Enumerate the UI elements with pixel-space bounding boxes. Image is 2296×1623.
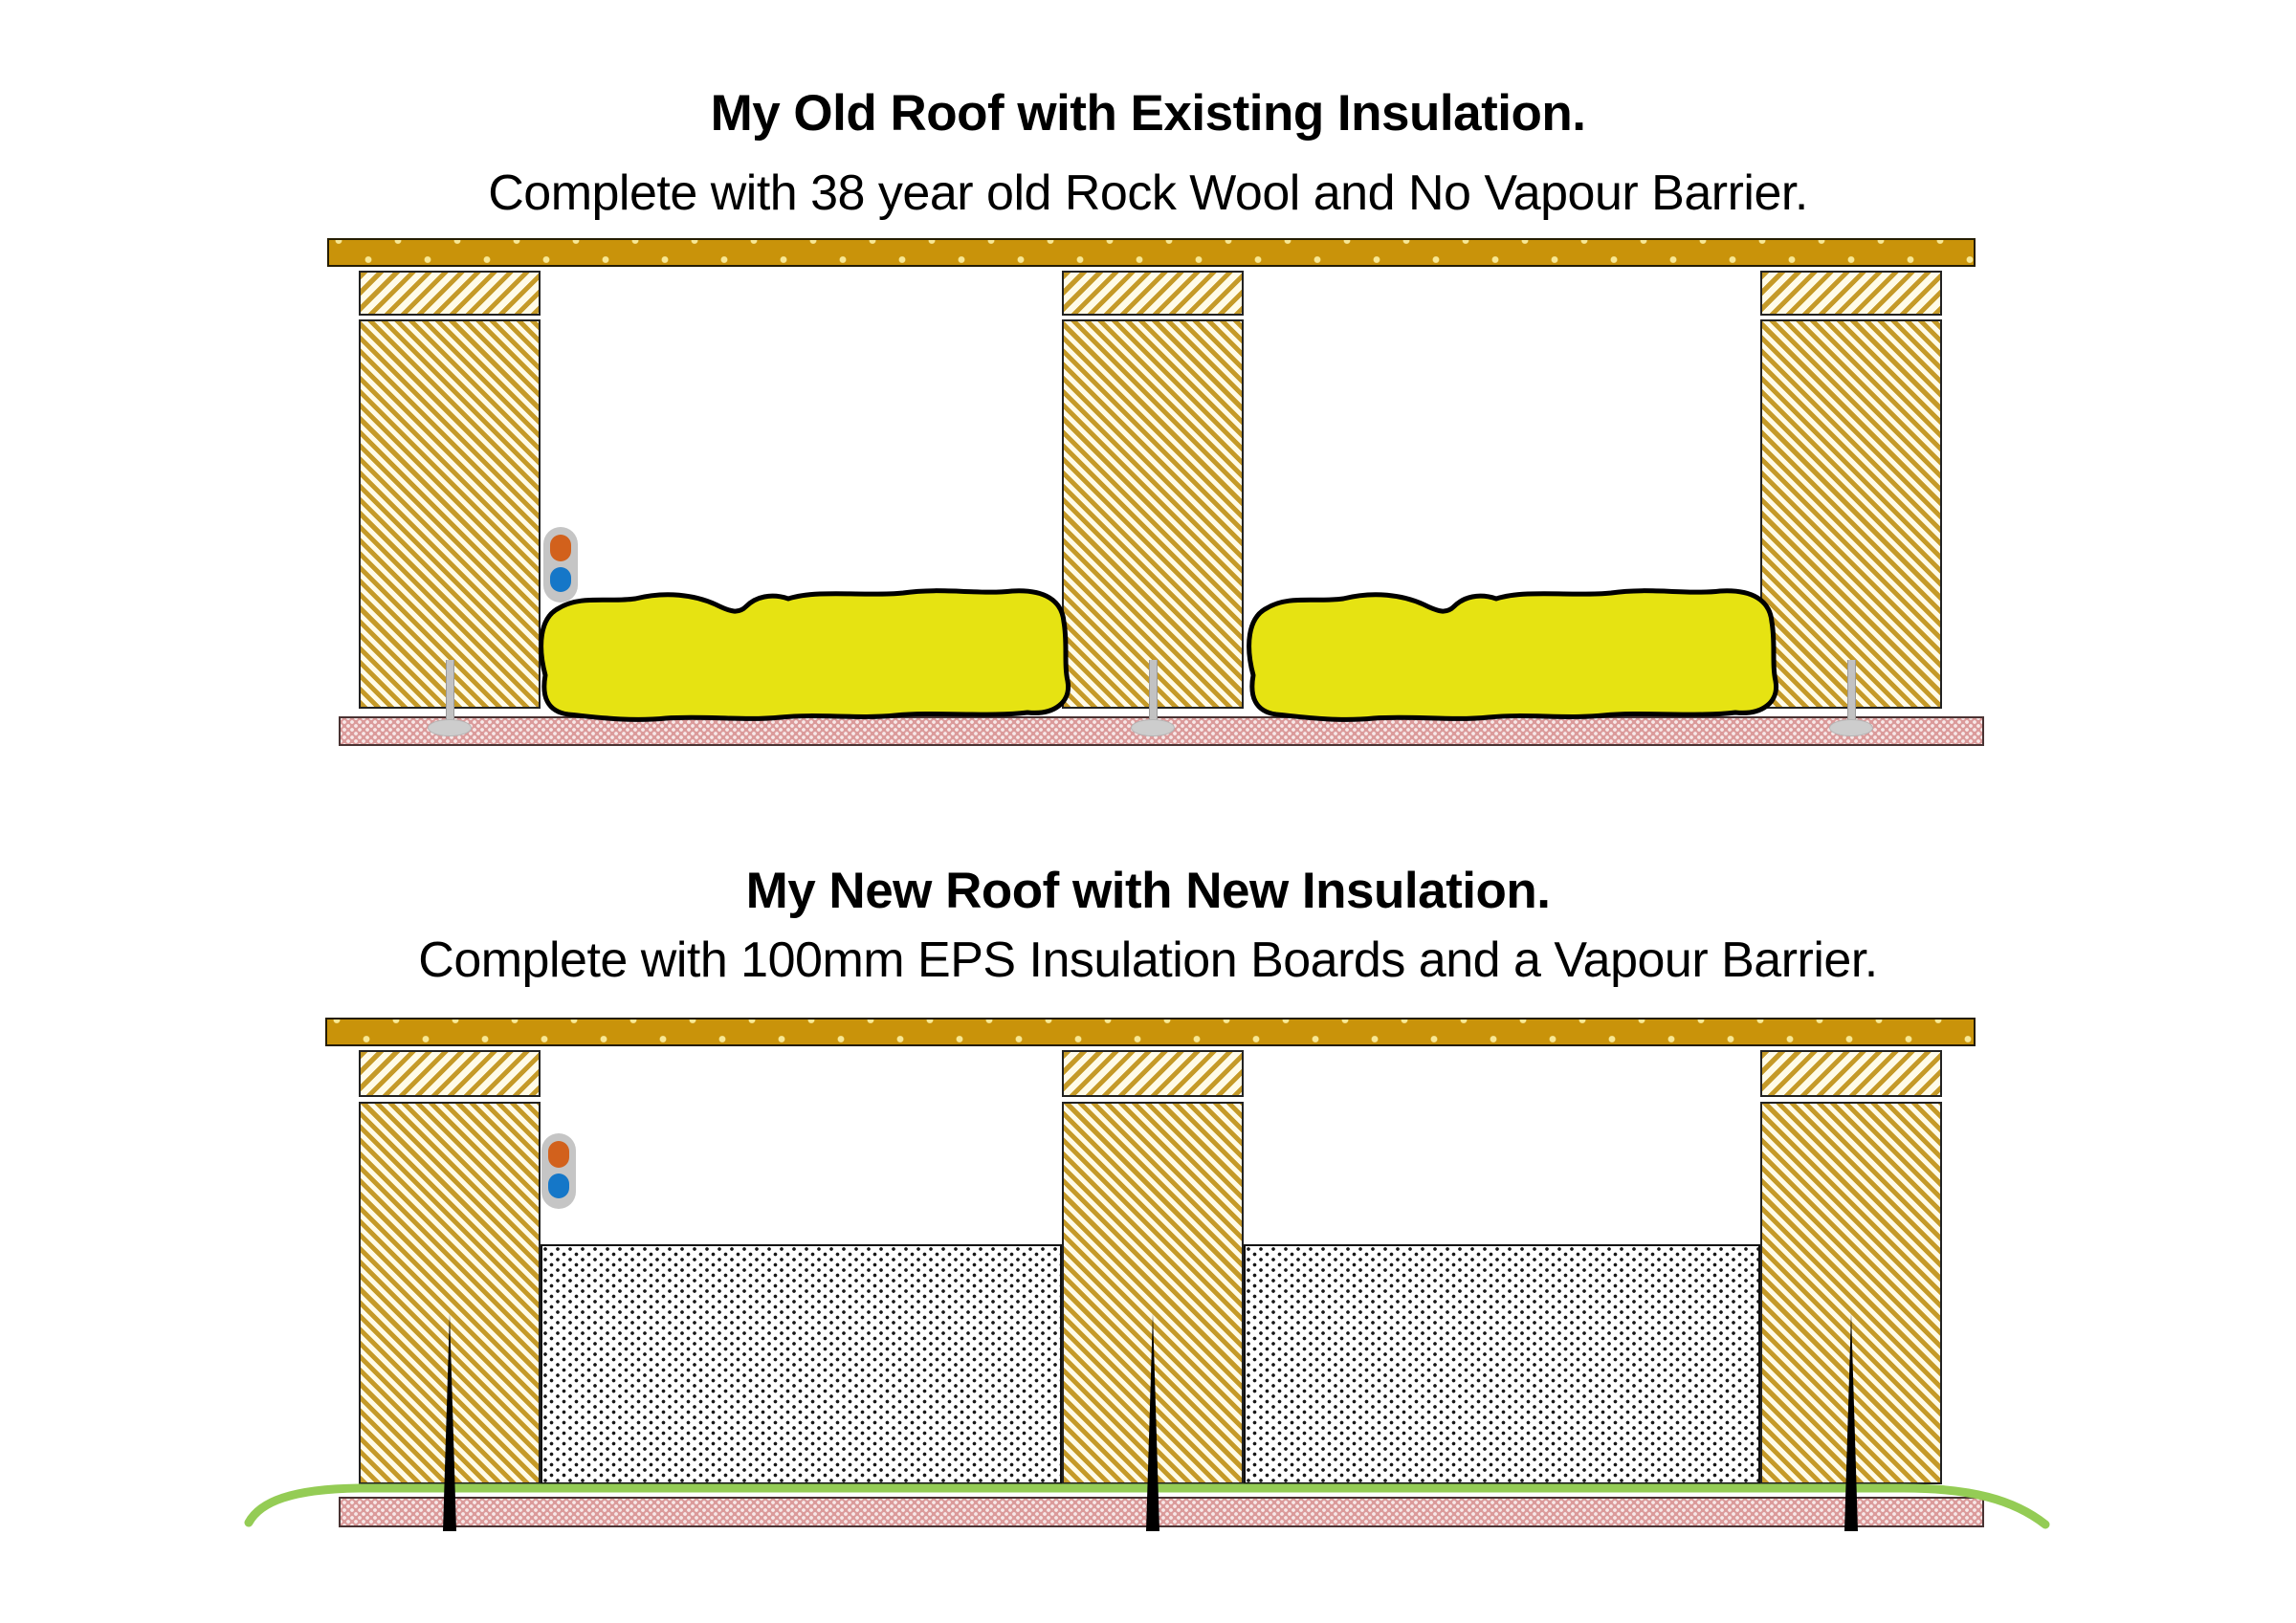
- joist: [1760, 319, 1942, 709]
- drywall-screw-shaft: [446, 660, 454, 729]
- new-roof-subtitle: Complete with 100mm EPS Insulation Board…: [418, 932, 1878, 988]
- old-roof-title: My Old Roof with Existing Insulation.: [710, 85, 1586, 142]
- rock-wool-batt: [1247, 588, 1779, 722]
- old-roof-subtitle: Complete with 38 year old Rock Wool and …: [488, 165, 1808, 221]
- noggin: [1062, 1050, 1244, 1097]
- noggin: [1760, 1050, 1942, 1097]
- cable-neutral-core: [550, 567, 571, 592]
- electrical-cable: [541, 1133, 576, 1209]
- drywall-screw-shaft: [1847, 660, 1856, 729]
- electrical-cable: [543, 527, 578, 603]
- roof-deck: [327, 238, 1976, 267]
- cable-live-core: [548, 1141, 569, 1168]
- cable-live-core: [550, 535, 571, 561]
- plasterboard-ceiling: [339, 1497, 1984, 1527]
- eps-insulation-board: [541, 1244, 1062, 1484]
- rock-wool-batt: [539, 588, 1071, 722]
- drywall-screw-head: [1131, 719, 1175, 736]
- cable-neutral-core: [548, 1173, 569, 1198]
- new-roof-title: My New Roof with New Insulation.: [745, 863, 1551, 919]
- noggin: [1760, 271, 1942, 316]
- roof-deck: [325, 1018, 1976, 1046]
- noggin: [1062, 271, 1244, 316]
- eps-insulation-board: [1244, 1244, 1760, 1484]
- noggin: [359, 1050, 541, 1097]
- drywall-screw-head: [1829, 719, 1873, 736]
- joist: [359, 319, 541, 709]
- drywall-screw-head: [428, 719, 472, 736]
- noggin: [359, 271, 541, 316]
- drywall-screw-shaft: [1149, 660, 1158, 729]
- joist: [1062, 319, 1244, 709]
